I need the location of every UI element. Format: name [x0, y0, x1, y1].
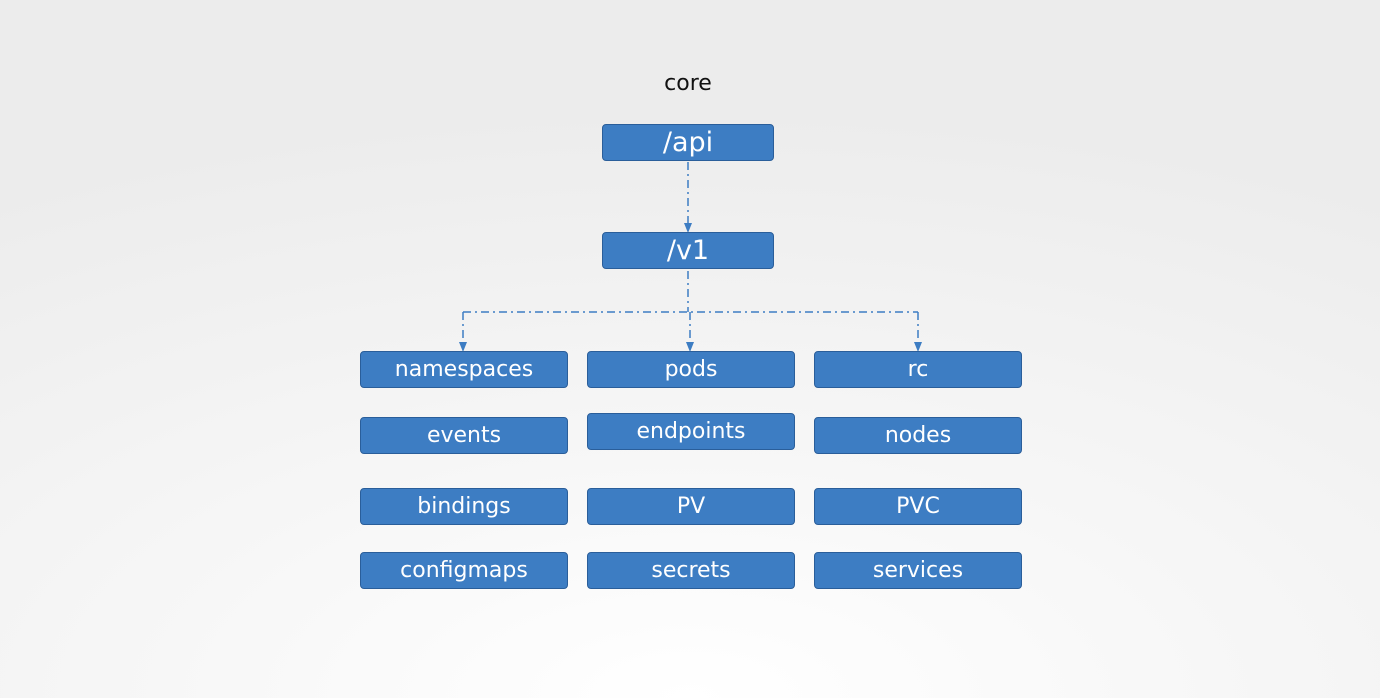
resource-configmaps: configmaps — [360, 552, 568, 589]
resource-endpoints: endpoints — [587, 413, 795, 450]
resource-rc: rc — [814, 351, 1022, 388]
resource-nodes: nodes — [814, 417, 1022, 454]
v1-node: /v1 — [602, 232, 774, 269]
group-title: core — [664, 71, 712, 96]
resource-namespaces: namespaces — [360, 351, 568, 388]
resource-secrets: secrets — [587, 552, 795, 589]
resource-pvc: PVC — [814, 488, 1022, 525]
resource-bindings: bindings — [360, 488, 568, 525]
resource-services: services — [814, 552, 1022, 589]
resource-events: events — [360, 417, 568, 454]
api-node: /api — [602, 124, 774, 161]
resource-pods: pods — [587, 351, 795, 388]
resource-pv: PV — [587, 488, 795, 525]
